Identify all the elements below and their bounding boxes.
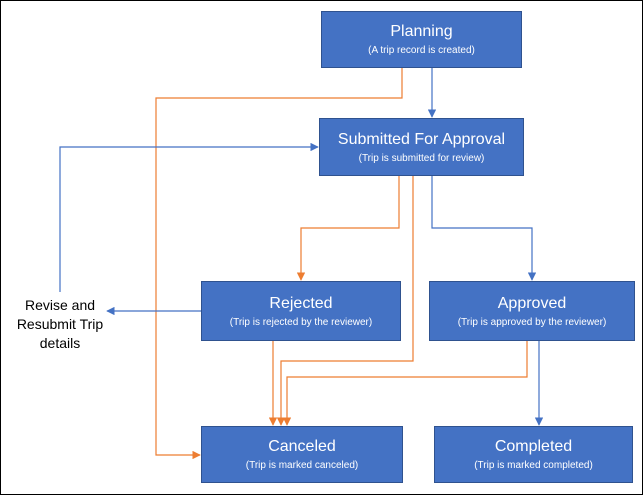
revise-resubmit-note: Revise and Resubmit Trip details: [16, 297, 104, 351]
state-title: Approved: [497, 294, 567, 312]
state-submitted: Submitted For Approval (Trip is submitte…: [319, 118, 524, 176]
state-canceled: Canceled (Trip is marked canceled): [201, 426, 403, 483]
arrow-submitted-to-canceled: [276, 175, 414, 426]
state-subtitle: (Trip is approved by the reviewer): [457, 316, 607, 328]
state-completed: Completed (Trip is marked completed): [434, 426, 633, 483]
state-planning: Planning (A trip record is created): [321, 11, 522, 68]
state-subtitle: (Trip is marked canceled): [245, 460, 359, 471]
arrow-planning-to-canceled: [155, 67, 403, 460]
state-subtitle: (Trip is rejected by the reviewer): [229, 316, 373, 328]
state-title: Submitted For Approval: [337, 130, 506, 148]
arrow-revise-to-submitted: [59, 142, 319, 292]
state-approved: Approved (Trip is approved by the review…: [429, 281, 635, 341]
state-rejected: Rejected (Trip is rejected by the review…: [201, 281, 401, 341]
arrow-submitted-to-approved: [431, 175, 537, 281]
state-title: Planning: [390, 23, 453, 40]
state-subtitle: (A trip record is created): [368, 45, 475, 56]
state-title: Canceled: [268, 438, 336, 455]
arrow-submitted-to-rejected: [296, 175, 400, 281]
arrow-approved-to-canceled: [282, 340, 528, 426]
state-title: Rejected: [269, 294, 333, 312]
state-subtitle: (Trip is submitted for review): [358, 152, 485, 164]
state-title: Completed: [494, 438, 573, 455]
state-subtitle: (Trip is marked completed): [474, 460, 593, 471]
